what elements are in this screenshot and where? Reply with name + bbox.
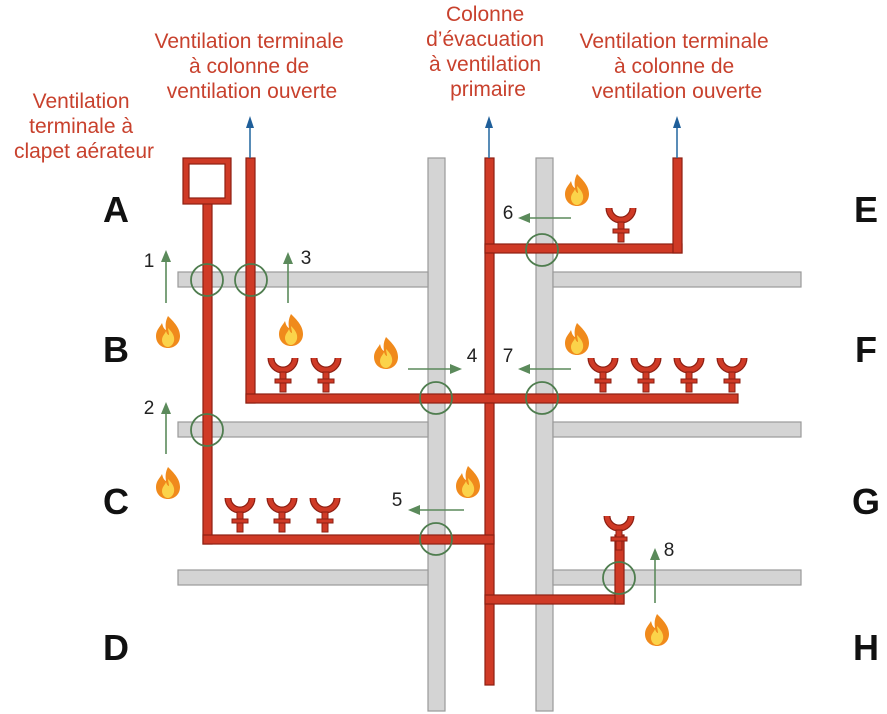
fixture-icon (228, 498, 252, 532)
label-main-stack: Colonne d’évacuation à ventilation prima… (426, 3, 550, 101)
vent-arrows (245, 115, 682, 159)
vent-arrow-up-icon (672, 115, 682, 159)
fixture-icon (314, 358, 338, 392)
label-vent-column-right: Ventilation terminale à colonne de venti… (580, 30, 775, 103)
arrow-8-head (650, 548, 660, 560)
zone-g: G (852, 481, 880, 522)
arrow-7-head (518, 364, 530, 374)
fixture-icon (271, 358, 295, 392)
fire-icon (565, 174, 589, 206)
floor-cd-left (177, 569, 429, 586)
floor-fg-right (552, 421, 802, 438)
fixture-icon (591, 358, 615, 392)
pipes (182, 157, 739, 686)
fire-icon (279, 314, 303, 346)
zone-letters: A B C D E F G H (103, 189, 880, 668)
wall-vertical-right (535, 157, 554, 712)
fire-icon (565, 323, 589, 355)
number-5: 5 (392, 490, 403, 511)
floor-ef-right (552, 271, 802, 288)
air-valve-inner (188, 163, 226, 199)
vent-arrow-up-icon (245, 115, 255, 159)
fixture-icon (607, 516, 631, 550)
fire-collar-icon (419, 522, 453, 556)
label-vent-column-left: Ventilation terminale à colonne de venti… (155, 30, 350, 103)
zone-f: F (855, 329, 877, 370)
walls (177, 157, 802, 712)
top-labels: Ventilation terminale à clapet aérateur … (14, 3, 775, 163)
number-8: 8 (664, 540, 675, 561)
arrow-3-head (283, 252, 293, 264)
number-2: 2 (144, 398, 155, 419)
wall-vertical-left (427, 157, 446, 712)
vent-stack-right (672, 157, 683, 254)
floor-gh-right (552, 569, 802, 586)
zone-d: D (103, 627, 129, 668)
branch-bf-horizontal (245, 393, 739, 404)
branch-e-horizontal (484, 243, 683, 254)
zone-h: H (853, 627, 879, 668)
arrow-1-head (161, 250, 171, 262)
fire-icon (456, 466, 480, 498)
zone-b: B (103, 329, 129, 370)
main-stack (484, 157, 495, 686)
floor-ab-left (177, 271, 429, 288)
fire-collar-icon (602, 561, 636, 595)
floor-bc-left (177, 421, 429, 438)
branch-c-horizontal (202, 534, 495, 545)
arrow-5-head (408, 505, 420, 515)
fire-icon (645, 614, 669, 646)
number-1: 1 (144, 251, 155, 272)
number-6: 6 (503, 203, 514, 224)
vent-stack-left (245, 157, 256, 404)
fixture-icon (313, 498, 337, 532)
zone-c: C (103, 481, 129, 522)
fire-collars (190, 233, 636, 595)
fire-icon (156, 316, 180, 348)
arrow-6-head (518, 213, 530, 223)
number-7: 7 (503, 346, 514, 367)
fire-collar-icon (234, 263, 268, 297)
vent-arrow-up-icon (484, 115, 494, 159)
fire-collar-icon (525, 381, 559, 415)
fire-arrows (161, 213, 660, 603)
fire-collar-icon (190, 263, 224, 297)
fixture-icon (609, 208, 633, 242)
arrow-4-head (450, 364, 462, 374)
air-valve-drop (202, 201, 213, 545)
arrow-numbers: 1 2 3 4 5 6 7 8 (144, 203, 675, 561)
fixture-icon (677, 358, 701, 392)
fire-icon (374, 337, 398, 369)
fire-collar-icon (190, 413, 224, 447)
number-3: 3 (301, 248, 312, 269)
branch-g-horizontal (484, 594, 625, 605)
fixture-icon (634, 358, 658, 392)
label-air-valve: Ventilation terminale à clapet aérateur (14, 90, 154, 163)
fire-icon (156, 467, 180, 499)
fixture-icon (270, 498, 294, 532)
fire-collar-icon (525, 233, 559, 267)
zone-a: A (103, 189, 129, 230)
number-4: 4 (467, 346, 478, 367)
arrow-2-head (161, 402, 171, 414)
zone-e: E (854, 189, 878, 230)
fixture-icon (720, 358, 744, 392)
fire-collar-icon (419, 381, 453, 415)
